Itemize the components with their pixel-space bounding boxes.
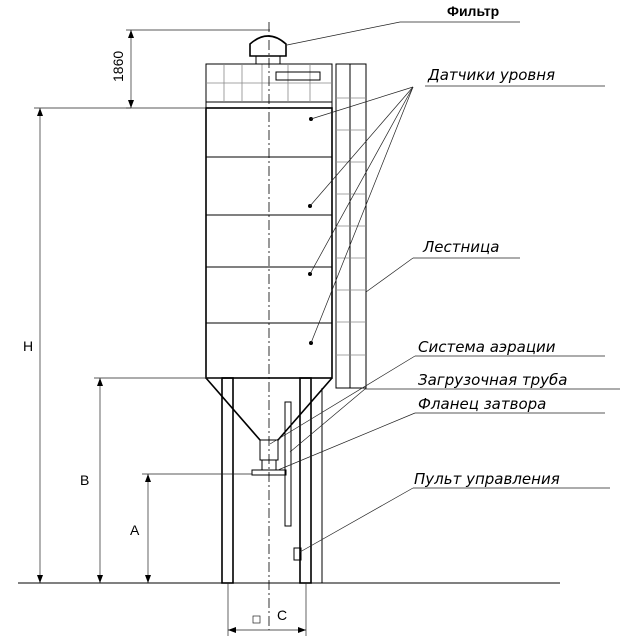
level-sensors-label: Датчики уровня xyxy=(427,66,555,84)
dim-h-label: H xyxy=(23,338,33,354)
dim-c-label: C xyxy=(277,607,287,623)
loading-pipe-label: Загрузочная труба xyxy=(418,371,567,389)
gate-flange-label: Фланец затвора xyxy=(418,395,546,413)
filter-unit xyxy=(249,35,287,65)
ladder-shape xyxy=(321,63,367,583)
filter-label: Фильтр xyxy=(447,3,499,19)
level-sensor-dots xyxy=(308,117,313,345)
dim-a-label: A xyxy=(130,522,140,538)
support-legs xyxy=(219,377,314,584)
aeration-label: Система аэрации xyxy=(418,338,556,356)
dimension-lines xyxy=(34,29,307,636)
control-panel-label: Пульт управления xyxy=(414,470,560,488)
dim-1860-label: 1860 xyxy=(110,51,126,82)
ladder-label: Лестница xyxy=(422,238,499,256)
leader-lines xyxy=(269,21,620,553)
control-panel-box xyxy=(293,547,302,561)
loading-pipe-shape xyxy=(284,401,292,527)
dim-b-label: B xyxy=(80,472,89,488)
